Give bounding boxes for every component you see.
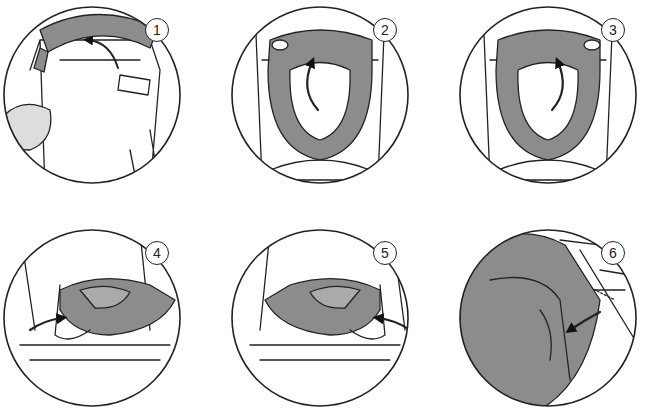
callout-number: 5	[381, 246, 389, 260]
callout-number: 6	[609, 246, 617, 260]
callout-badge: 5	[373, 241, 397, 265]
callout-badge: 4	[145, 241, 169, 265]
callout-badge: 6	[601, 241, 625, 265]
callout-badge: 1	[145, 18, 169, 42]
callout-number: 1	[153, 23, 161, 37]
callout-badge: 3	[601, 18, 625, 42]
callout-number: 4	[153, 246, 161, 260]
callout-number: 3	[609, 23, 617, 37]
callout-number: 2	[381, 23, 389, 37]
callout-badge: 2	[373, 18, 397, 42]
